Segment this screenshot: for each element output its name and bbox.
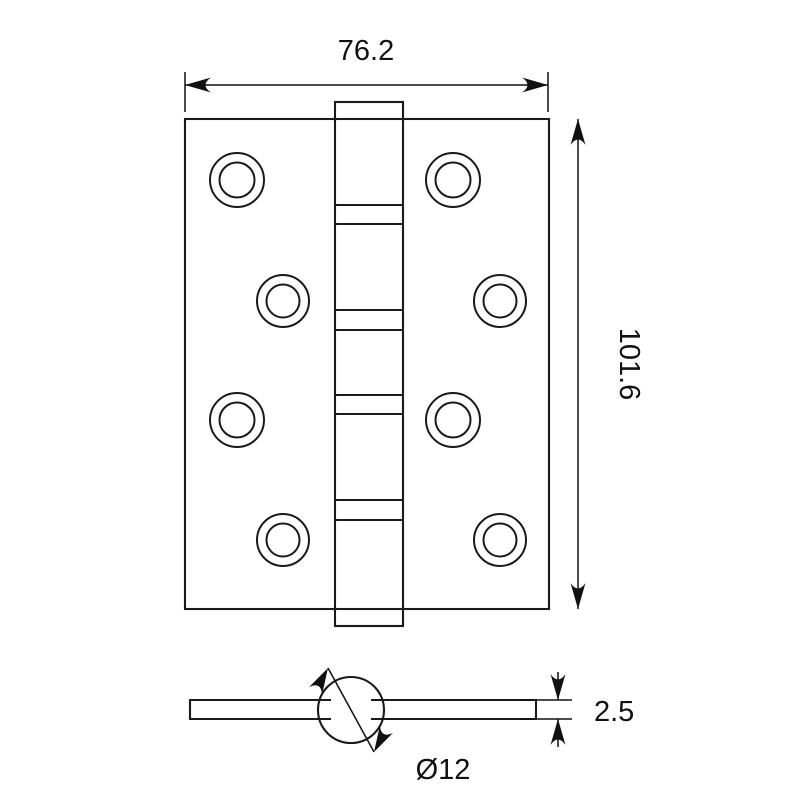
arrowhead-diameter-top xyxy=(308,664,335,695)
arrowhead-diameter-bottom xyxy=(367,725,394,756)
side-leaf-left xyxy=(188,698,332,721)
front-view-hinge xyxy=(183,100,551,628)
dimension-label-pin-diameter: Ø12 xyxy=(416,754,471,786)
screw-hole xyxy=(209,152,265,208)
screw-hole xyxy=(425,152,481,208)
side-knuckle-circle xyxy=(316,675,386,745)
knuckle-segment-dividers xyxy=(335,203,403,522)
screw-hole xyxy=(209,392,265,448)
screw-hole xyxy=(473,513,527,567)
dimension-thickness-2-5: 2.5 xyxy=(520,672,634,747)
side-leaf-right xyxy=(370,698,538,721)
screw-hole-group xyxy=(209,152,527,567)
screw-hole xyxy=(256,513,310,567)
dimension-label-height: 101.6 xyxy=(613,328,645,401)
dimension-pin-diameter-12: Ø12 xyxy=(308,664,471,786)
dimension-label-thickness: 2.5 xyxy=(594,696,634,728)
hinge-plate-outline xyxy=(183,117,551,611)
dimension-height-101-6: 101.6 xyxy=(570,119,645,609)
dimension-label-width: 76.2 xyxy=(338,35,394,67)
diameter-leader-line xyxy=(327,667,375,753)
dimension-width-76-2: 76.2 xyxy=(184,35,549,112)
screw-hole xyxy=(256,274,310,328)
side-view-hinge xyxy=(188,675,538,745)
hinge-knuckle-column xyxy=(333,100,405,628)
screw-hole xyxy=(473,274,527,328)
screw-hole xyxy=(425,392,481,448)
